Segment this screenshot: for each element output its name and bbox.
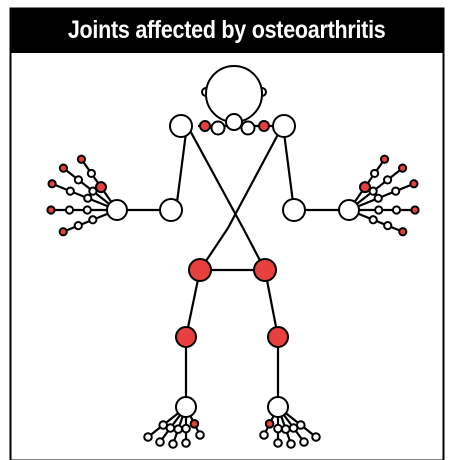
left-toe-4-joint-2 [182,439,190,447]
right-finger-1-joint-2 [371,170,378,177]
left-finger-5-joint-3 [60,228,67,235]
neck-joint-4 [242,122,255,135]
left-toe-2-joint-2 [156,438,164,446]
right-toe-2-joint-2 [274,439,282,447]
right-ankle-joint [268,397,288,417]
right-shoulder-joint [273,115,295,137]
left-finger-2-joint-3 [60,165,67,172]
right-wrist-joint [339,200,359,220]
left-toe-4-joint-1 [182,425,190,433]
left-finger-3-joint-1 [84,195,91,202]
right-finger-1-joint-1 [360,182,370,192]
right-toe-1-joint-2 [260,431,268,439]
right-toe-3-joint-2 [287,440,295,448]
right-knee-joint [268,327,288,347]
left-toe-5-joint-1 [191,420,199,428]
right-finger-2-joint-2 [384,176,391,183]
left-toe-3-joint-2 [169,440,177,448]
right-finger-5-joint-1 [370,216,377,223]
right-finger-2-joint-1 [370,188,377,195]
right-toe-1-joint-1 [266,420,274,428]
right-finger-3-joint-2 [392,188,399,195]
left-finger-2-joint-2 [75,176,82,183]
left-toe-2-joint-1 [167,424,175,432]
left-finger-3-joint-3 [48,180,55,187]
left-finger-5-joint-1 [89,216,96,223]
left-finger-5-joint-2 [75,222,82,229]
right-finger-4-joint-3 [411,206,418,213]
right-hip-joint [254,259,276,281]
title-bar: Joints affected by osteoarthritis [10,8,443,53]
left-shoulder-joint [170,115,192,137]
left-finger-1-joint-1 [96,182,106,192]
right-finger-5-joint-2 [384,222,391,229]
right-toe-5-joint-2 [312,433,320,441]
right-toe-2-joint-1 [274,425,282,433]
neck-joint-1 [200,121,210,131]
right-finger-1-joint-3 [381,156,388,163]
right-elbow-joint [283,199,305,221]
left-finger-3-joint-2 [67,188,74,195]
left-finger-2-joint-1 [89,188,96,195]
left-finger-1-joint-3 [78,156,85,163]
left-ankle-joint [176,397,196,417]
left-finger-1-joint-2 [88,170,95,177]
right-toe-4-joint-2 [300,438,308,446]
neck-joint-3 [226,114,242,130]
right-finger-2-joint-3 [399,165,406,172]
left-finger-4-joint-2 [66,206,73,213]
left-finger-4-joint-3 [47,206,54,213]
right-finger-4-joint-2 [393,206,400,213]
chart-title: Joints affected by osteoarthritis [68,16,386,45]
right-toe-3-joint-1 [282,425,290,433]
left-toe-1-joint-2 [144,433,152,441]
right-finger-5-joint-3 [399,228,406,235]
left-finger-4-joint-1 [84,206,91,213]
neck-joint-2 [212,122,225,135]
left-toe-5-joint-2 [196,431,204,439]
right-finger-4-joint-1 [375,206,382,213]
left-wrist-joint [107,200,127,220]
right-finger-3-joint-3 [410,180,417,187]
left-toe-3-joint-1 [174,425,182,433]
left-knee-joint [176,327,196,347]
right-toe-5-joint-1 [297,421,305,429]
left-hip-joint [189,259,211,281]
neck-joint-5 [259,121,269,131]
right-finger-3-joint-1 [375,195,382,202]
left-elbow-joint [160,199,182,221]
